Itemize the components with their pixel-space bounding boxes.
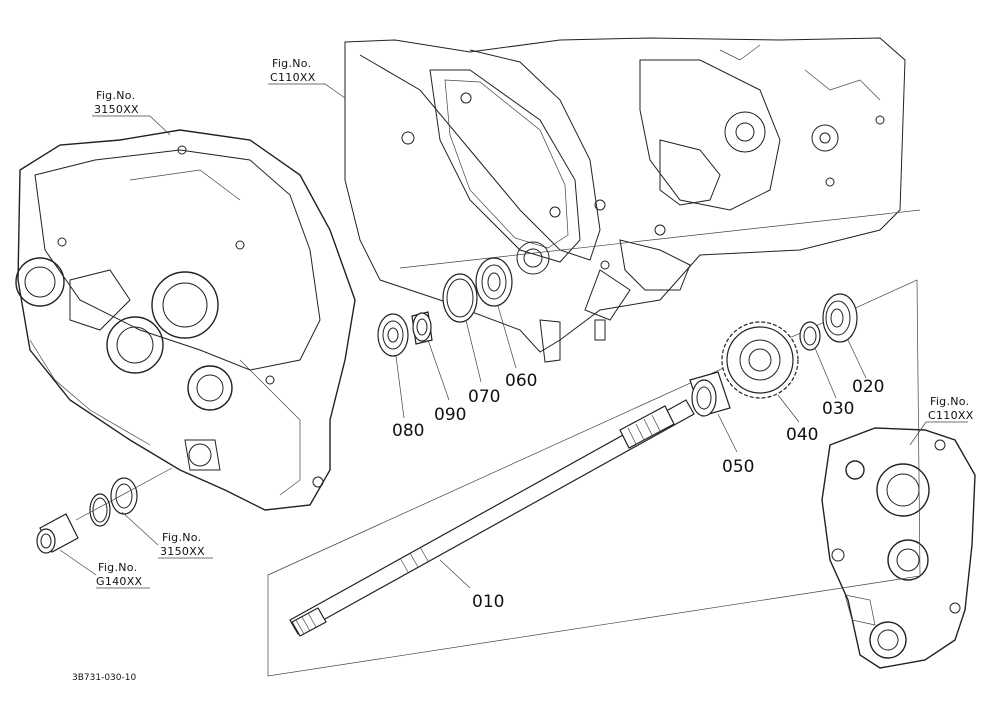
fig-ref-3150-top-line2: 3150XX bbox=[94, 103, 139, 116]
fig-ref-c110-top-line1: Fig.No. bbox=[272, 57, 311, 70]
front-housing-drawing bbox=[15, 129, 356, 511]
side-cover-drawing bbox=[821, 427, 976, 669]
snap-ring-3150 bbox=[89, 493, 111, 527]
circlip-070 bbox=[442, 273, 478, 323]
fig-ref-3150-top-line1: Fig.No. bbox=[96, 89, 135, 102]
bearing-3150 bbox=[110, 477, 138, 515]
fig-ref-3150-bottom-line1: Fig.No. bbox=[162, 531, 201, 544]
callout-080: 080 bbox=[392, 421, 424, 441]
leader-lines bbox=[59, 83, 968, 589]
callout-010: 010 bbox=[472, 592, 504, 612]
fig-ref-g140-bottom-line2: G140XX bbox=[96, 575, 143, 588]
bearing-020 bbox=[822, 293, 858, 343]
fig-ref-3150-bottom-line2: 3150XX bbox=[160, 545, 205, 558]
callout-060: 060 bbox=[505, 371, 537, 391]
seal-090 bbox=[411, 311, 433, 345]
callout-040: 040 bbox=[786, 425, 818, 445]
bearing-080 bbox=[377, 313, 409, 357]
frame-top-line bbox=[399, 209, 921, 269]
small-parts-axis bbox=[75, 467, 173, 521]
sleeve-g140 bbox=[36, 513, 79, 554]
rear-housing-drawing bbox=[344, 37, 906, 363]
fig-ref-c110-top-line2: C110XX bbox=[270, 71, 316, 84]
callout-050: 050 bbox=[722, 457, 754, 477]
shaft-010 bbox=[289, 399, 695, 637]
footer-code: 3B731-030-10 bbox=[72, 673, 136, 683]
callout-030: 030 bbox=[822, 399, 854, 419]
assembly-frame bbox=[267, 279, 921, 677]
callout-070: 070 bbox=[468, 387, 500, 407]
fig-ref-g140-bottom-line1: Fig.No. bbox=[98, 561, 137, 574]
bearing-060 bbox=[475, 257, 513, 307]
collar-050 bbox=[689, 371, 731, 417]
callout-090: 090 bbox=[434, 405, 466, 425]
gear-040 bbox=[721, 321, 799, 399]
circlip-030 bbox=[799, 321, 821, 351]
fig-ref-c110-right-line1: Fig.No. bbox=[930, 395, 969, 408]
fig-ref-c110-right-line2: C110XX bbox=[928, 409, 974, 422]
callout-020: 020 bbox=[852, 377, 884, 397]
